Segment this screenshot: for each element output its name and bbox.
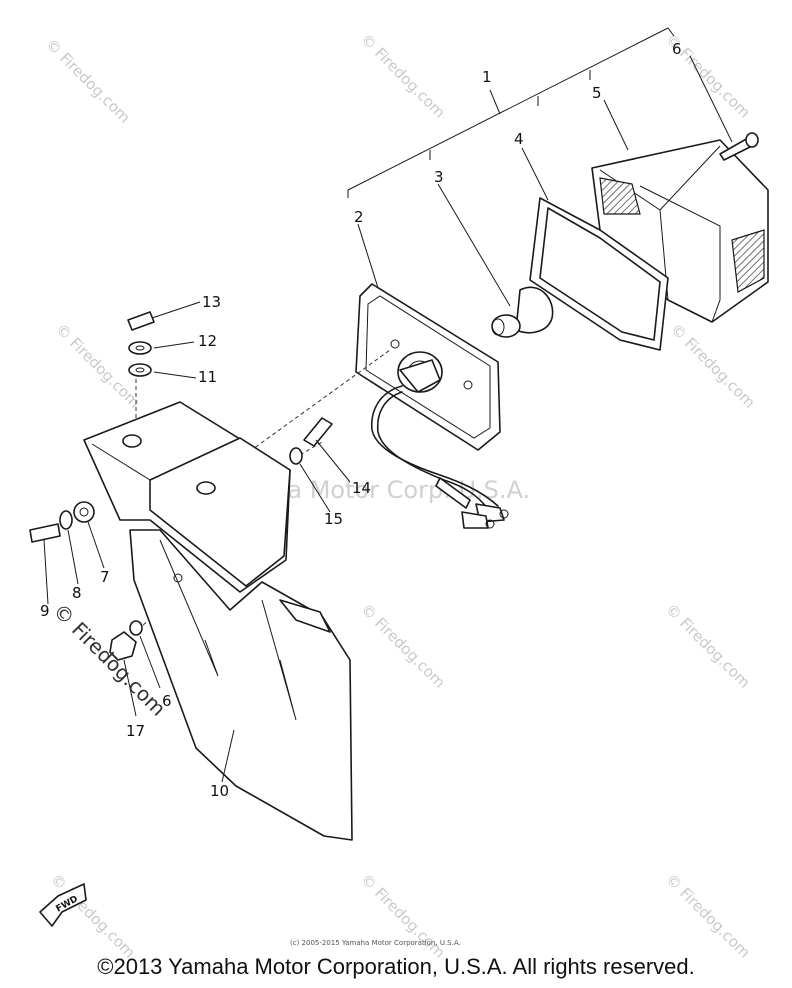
watermark-text: © Firedog.com bbox=[357, 870, 449, 962]
watermark-text: © Firedog.com bbox=[47, 870, 139, 962]
callout-13: 13 bbox=[202, 293, 221, 311]
watermark-text: © Firedog.com bbox=[42, 35, 134, 127]
callout-11: 11 bbox=[198, 368, 217, 386]
tail-base-plate bbox=[355, 283, 501, 451]
tail-bulb bbox=[491, 286, 554, 338]
watermark-text: © Firedog.com bbox=[662, 870, 754, 962]
tail-bracket-mudguard bbox=[83, 401, 353, 841]
callout-15: 15 bbox=[324, 510, 343, 528]
callout-10: 10 bbox=[210, 782, 229, 800]
callout-12: 12 bbox=[198, 332, 217, 350]
footer-copyright: ©2013 Yamaha Motor Corporation, U.S.A. A… bbox=[97, 954, 695, 979]
watermark-text: © Firedog.com bbox=[662, 600, 754, 692]
fastener-stack-left bbox=[29, 501, 95, 543]
callout-7: 7 bbox=[100, 568, 110, 586]
assembly-bracket bbox=[347, 27, 675, 198]
callout-6-top: 6 bbox=[672, 40, 682, 58]
callout-labels: 1 2 3 4 5 6 13 12 11 14 15 7 8 9 6 17 10 bbox=[40, 40, 682, 800]
callout-14: 14 bbox=[352, 479, 371, 497]
callout-9: 9 bbox=[40, 602, 50, 620]
fastener-stack-top bbox=[127, 311, 155, 377]
fastener-stack-right bbox=[289, 417, 333, 465]
small-copyright: (c) 2005-2015 Yamaha Motor Corporation, … bbox=[290, 939, 461, 947]
callout-6-bottom: 6 bbox=[162, 692, 172, 710]
callout-8: 8 bbox=[72, 584, 82, 602]
callout-5: 5 bbox=[592, 84, 602, 102]
fastener-stack-bottom bbox=[109, 620, 143, 661]
watermark-text: © Firedog.com bbox=[357, 600, 449, 692]
callout-1: 1 bbox=[482, 68, 492, 86]
callout-17: 17 bbox=[126, 722, 145, 740]
watermark-text: © Firedog.com bbox=[357, 30, 449, 122]
leader-lines bbox=[43, 55, 733, 783]
wire-harness bbox=[371, 385, 509, 529]
callout-2: 2 bbox=[354, 208, 364, 226]
watermark-text: © Firedog.com bbox=[667, 320, 759, 412]
watermark-text: © Firedog.com bbox=[52, 320, 144, 412]
callout-3: 3 bbox=[434, 168, 444, 186]
lens-gasket bbox=[529, 197, 669, 351]
tail-lens-housing bbox=[591, 139, 769, 323]
callout-4: 4 bbox=[514, 130, 524, 148]
lens-screw bbox=[719, 132, 759, 161]
